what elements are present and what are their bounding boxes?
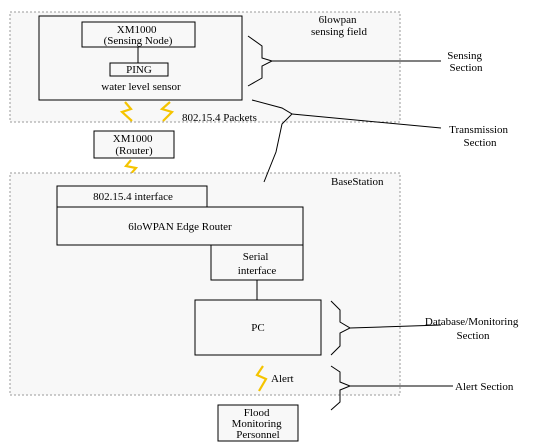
pc-label: PC: [251, 322, 264, 334]
sensing-section-brace: [247, 35, 441, 87]
serial-interface-box: [210, 244, 304, 281]
wireless-bolt-icon: [119, 101, 133, 122]
router-box: [93, 130, 175, 159]
base-station-label: BaseStation: [331, 176, 384, 188]
edge-router-box: [56, 206, 304, 246]
sensing-node-box: [81, 21, 196, 48]
alert-bolt-icon: [255, 365, 268, 392]
wireless-bolt-icon: [159, 101, 175, 122]
transmission-section-brace: [251, 99, 442, 183]
serial-interface-label: Serial interface: [238, 251, 277, 277]
transmission-section-label: Transmission Section: [449, 124, 511, 149]
water-level-sensor-label: water level sensor: [101, 81, 181, 93]
personnel-box: [217, 404, 299, 442]
alert-label: Alert: [271, 373, 294, 385]
database-section-brace: [330, 300, 442, 356]
sensing-field-label: 6lowpan sensing field: [311, 14, 367, 38]
pc-box: [194, 299, 322, 356]
interface-802-label: 802.15.4 interface: [93, 191, 173, 203]
packets-label: 802.15.4 Packets: [182, 112, 257, 124]
edge-router-label: 6loWPAN Edge Router: [128, 221, 232, 233]
alert-section-label: Alert Section: [455, 381, 514, 393]
alert-section-brace: [330, 365, 453, 411]
router-label: XM1000 (Router): [113, 133, 155, 157]
sensing-section-label: Sensing Section: [447, 50, 485, 74]
personnel-label: Flood Monitoring Personnel: [232, 407, 285, 441]
sensing-node-label: XM1000 (Sensing Node): [104, 24, 173, 47]
ping-box: [109, 62, 169, 77]
ping-label: PING: [126, 64, 152, 76]
database-section-label: Database/Monitoring Section: [425, 316, 521, 342]
